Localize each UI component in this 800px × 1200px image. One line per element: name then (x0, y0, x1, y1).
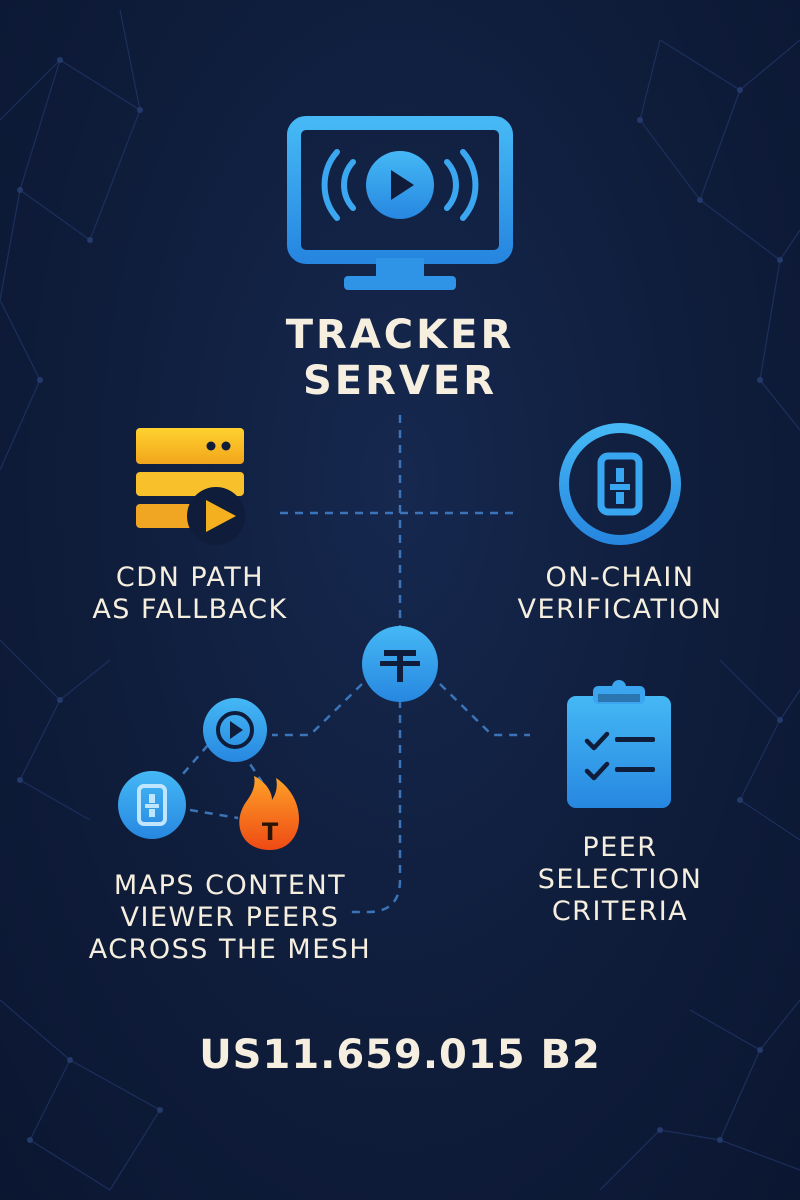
tracker-server-title: TRACKER SERVER (200, 312, 600, 404)
flame-token-icon: T (239, 776, 300, 850)
peer-label-line-3: CRITERIA (551, 895, 689, 927)
cdn-label-line-2: AS FALLBACK (92, 593, 288, 625)
connector-trunk-bottom (350, 700, 402, 914)
flame-token-glyph: T (262, 818, 279, 846)
peer-label-line-1: PEER (582, 832, 658, 863)
cdn-fallback-label: CDN PATH AS FALLBACK (60, 562, 320, 626)
maps-label-line-2: VIEWER PEERS (120, 901, 340, 933)
peer-selection-label: PEER SELECTION CRITERIA (500, 832, 740, 928)
server-fallback-icon (136, 428, 245, 545)
clipboard-checklist-icon (567, 680, 671, 808)
patent-number: US11.659.015 B2 (199, 1032, 601, 1078)
chain-label-line-1: ON-CHAIN (545, 562, 695, 593)
title-line-1: TRACKER (285, 312, 515, 358)
token-node-icon (118, 771, 186, 839)
play-node-icon (203, 698, 267, 762)
hub-token-icon (362, 626, 438, 702)
maps-content-label: MAPS CONTENT VIEWER PEERS ACROSS THE MES… (40, 870, 420, 966)
monitor-play-icon (287, 116, 513, 290)
on-chain-verification-label: ON-CHAIN VERIFICATION (480, 562, 760, 626)
token-circle-icon (559, 423, 681, 545)
cdn-label-line-1: CDN PATH (115, 562, 265, 593)
peer-label-line-2: SELECTION (537, 863, 703, 895)
connector-play-to-token (181, 744, 209, 776)
chain-label-line-2: VERIFICATION (517, 593, 723, 625)
maps-label-line-3: ACROSS THE MESH (88, 933, 372, 965)
maps-label-line-1: MAPS CONTENT (113, 870, 347, 901)
title-line-2: SERVER (302, 358, 497, 404)
